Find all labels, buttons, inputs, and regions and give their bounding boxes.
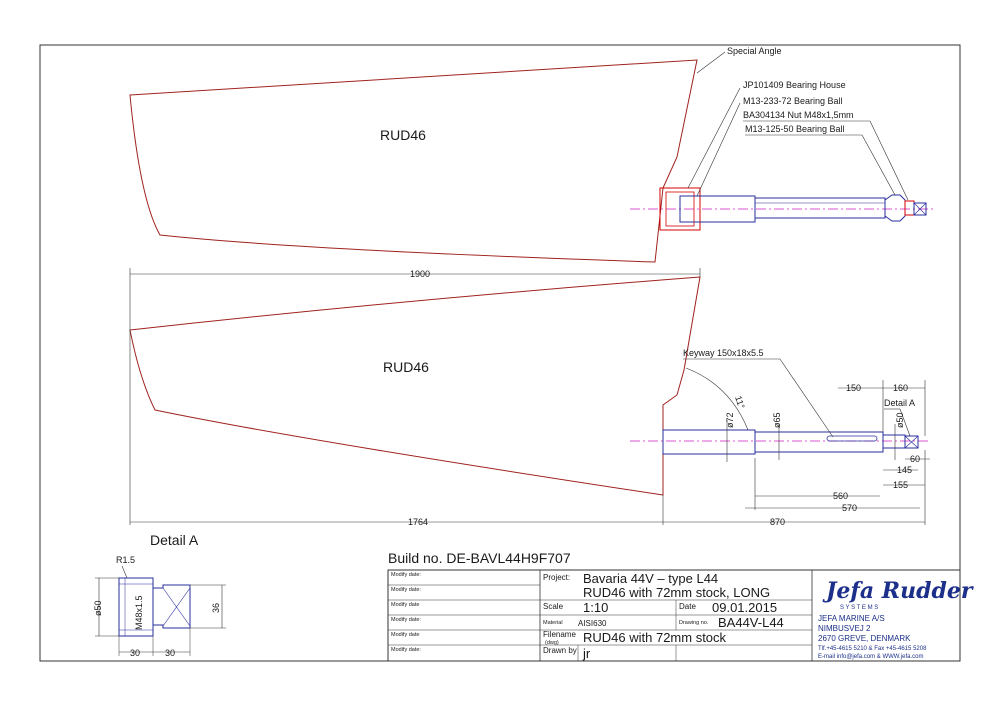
detail-square-end xyxy=(152,584,191,629)
sheet-border xyxy=(39,44,961,662)
keyway-slot xyxy=(826,435,878,442)
dim-dia50: ø50 xyxy=(895,412,905,428)
top-stock-end xyxy=(913,202,927,216)
drawing-no-label: Drawing no. xyxy=(679,620,709,626)
company-name: JEFA MARINE A/S xyxy=(818,614,885,623)
angle-arc xyxy=(685,367,749,431)
bottom-rudder-view: RUD46 xyxy=(129,276,930,496)
material-value: AISI630 xyxy=(578,619,607,628)
drawn-by-label: Drawn by xyxy=(543,646,577,655)
dim-dia72: ø72 xyxy=(725,412,735,428)
filename-value: RUD46 with 72mm stock xyxy=(583,630,727,645)
bottom-stock-upper xyxy=(662,429,756,455)
top-stock-lower xyxy=(754,197,886,219)
date-label: Date xyxy=(679,602,696,611)
dimensions xyxy=(129,268,930,525)
project-label: Project: xyxy=(543,573,570,582)
dim-angle: 11° xyxy=(733,395,747,411)
detail-w30b: 30 xyxy=(165,648,175,658)
callout-bearing-ball-2: M13-125-50 Bearing Ball xyxy=(745,124,845,134)
detail-thread: M48x1.5 xyxy=(134,595,144,630)
bottom-rudder-blade-outline xyxy=(129,276,701,496)
callout-bearing-ball-1: M13-233-72 Bearing Ball xyxy=(743,96,843,106)
callout-keyway: Keyway 150x18x5.5 xyxy=(683,348,764,358)
company-street: NIMBUSVEJ 2 xyxy=(818,624,871,633)
filename-label: Filename xyxy=(543,630,576,639)
modify-label-2: Modify date: xyxy=(391,587,421,593)
top-rudder-blade-outline xyxy=(129,59,698,263)
project-line-2: RUD46 with 72mm stock, LONG xyxy=(583,585,770,600)
top-callouts: Special Angle JP101409 Bearing House M13… xyxy=(687,46,909,201)
bottom-callouts: Keyway 150x18x5.5 Detail A xyxy=(683,348,915,438)
detail-w36: 36 xyxy=(211,603,221,613)
bottom-stock-thread xyxy=(882,434,906,449)
filename-sub: (dwg) xyxy=(545,640,559,646)
project-line-1: Bavaria 44V – type L44 xyxy=(583,571,718,586)
detail-w30a: 30 xyxy=(130,648,140,658)
dim-60: 60 xyxy=(910,454,920,464)
company-contact: E-mail info@jefa.com & WWW.jefa.com xyxy=(818,654,923,660)
bearing-ball-1 xyxy=(665,191,695,227)
drawing-no-value: BA44V-L44 xyxy=(718,615,784,630)
dim-145: 145 xyxy=(897,465,912,475)
build-number: Build no. DE-BAVL44H9F707 xyxy=(388,550,571,566)
company-phone: Tlf.+45-4615 5210 & Fax +45-4615 5208 xyxy=(818,646,927,652)
detail-a: Detail A R1.5 ø50 M48x1.5 36 30 30 xyxy=(93,532,226,658)
modify-label-1: Modify date: xyxy=(391,572,421,578)
dim-560: 560 xyxy=(833,491,848,501)
callout-nut: BA304134 Nut M48x1,5mm xyxy=(743,110,854,120)
dim-870: 870 xyxy=(770,517,785,527)
detail-r15: R1.5 xyxy=(116,555,135,565)
dim-155: 155 xyxy=(893,480,908,490)
dim-dia65: ø65 xyxy=(772,412,782,428)
scale-value: 1:10 xyxy=(583,600,608,615)
company-logo-sub: S Y S T E M S xyxy=(840,605,878,611)
dim-1764: 1764 xyxy=(408,517,428,527)
material-label: Material xyxy=(543,620,563,626)
top-rudder-view: RUD46 xyxy=(129,59,935,263)
detail-dia50: ø50 xyxy=(93,600,103,616)
title-block: Build no. DE-BAVL44H9F707 Modify date: M… xyxy=(387,550,974,662)
modify-label-3: Modify date xyxy=(391,602,419,608)
dim-150: 150 xyxy=(846,383,861,393)
modify-label-5: Modify date xyxy=(391,632,419,638)
dim-160: 160 xyxy=(893,383,908,393)
detail-a-title: Detail A xyxy=(150,532,199,548)
modify-label-4: Modify date: xyxy=(391,617,421,623)
drawn-by-value: jr xyxy=(582,646,591,661)
callout-special-angle: Special Angle xyxy=(727,46,782,56)
scale-label: Scale xyxy=(543,602,564,611)
callout-detail-a: Detail A xyxy=(884,398,915,408)
bottom-stock-lower xyxy=(754,431,884,453)
company-logo: Jefa Rudder xyxy=(822,578,974,604)
bottom-rudder-label: RUD46 xyxy=(383,359,429,375)
callout-bearing-house: JP101409 Bearing House xyxy=(743,80,846,90)
date-value: 09.01.2015 xyxy=(712,600,777,615)
company-city: 2670 GREVE, DENMARK xyxy=(818,634,911,643)
dim-570: 570 xyxy=(842,503,857,513)
dim-1900: 1900 xyxy=(410,269,430,279)
bottom-stock-end xyxy=(904,435,919,449)
nut xyxy=(904,200,915,216)
bearing-ball-2 xyxy=(884,194,906,222)
modify-label-6: Modify date: xyxy=(391,647,421,653)
bearing-house xyxy=(659,187,701,231)
dimension-labels: 1900 1764 870 560 570 150 160 145 155 60… xyxy=(408,269,920,527)
top-rudder-label: RUD46 xyxy=(380,127,426,143)
